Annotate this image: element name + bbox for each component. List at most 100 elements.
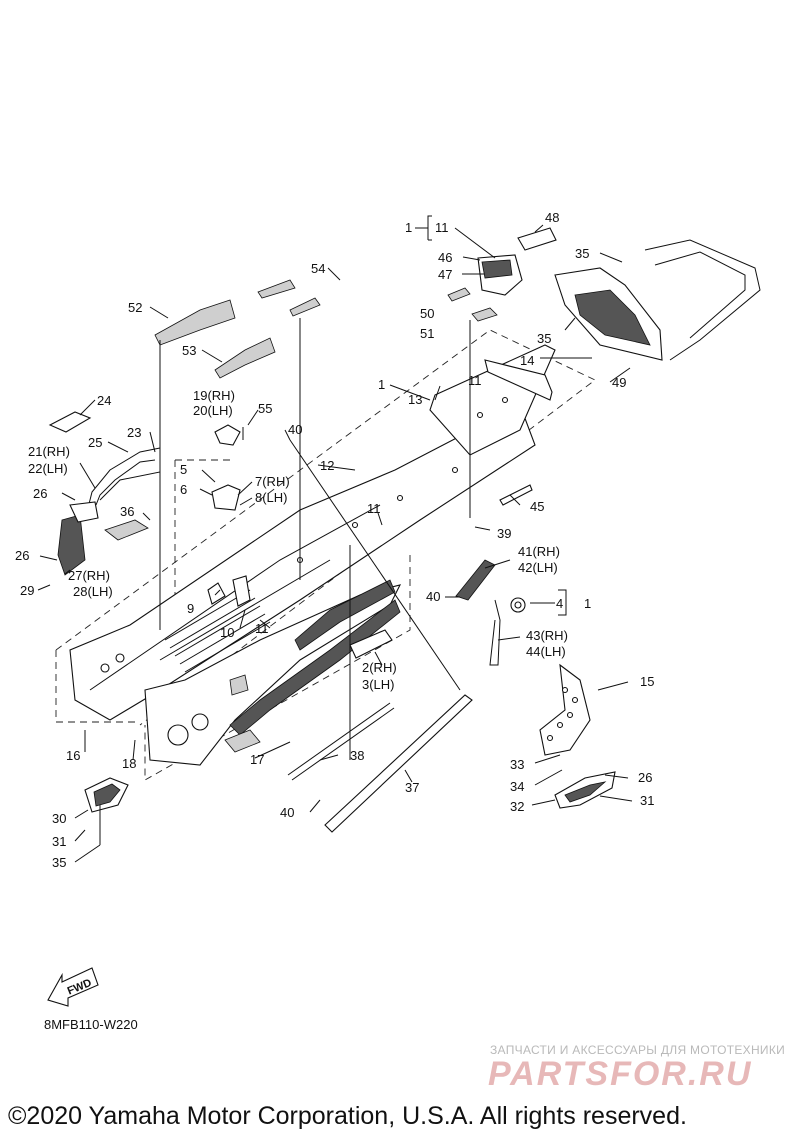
fwd-arrow-icon: FWD (47, 967, 99, 1007)
part-10 (232, 575, 251, 607)
part-14 (484, 359, 553, 401)
callout-21: 21(RH) (28, 444, 70, 459)
callout-52: 52 (128, 300, 142, 315)
callout-53: 53 (182, 343, 196, 358)
callout-26: 26 (638, 770, 652, 785)
part-19 (214, 424, 241, 446)
copyright-text: ©2020 Yamaha Motor Corporation, U.S.A. A… (8, 1102, 687, 1130)
callout-11: 11 (255, 621, 269, 636)
callout-40: 40 (426, 589, 440, 604)
part-38 (287, 702, 391, 776)
callouts: 1 11 48 46 47 35 54 52 50 51 35 53 14 49… (15, 210, 654, 870)
callout-55: 55 (258, 401, 272, 416)
part-54a (257, 279, 296, 299)
callout-23: 23 (127, 425, 141, 440)
part-41 (455, 559, 496, 601)
callout-20: 20(LH) (193, 403, 233, 418)
callout-44: 44(LH) (526, 644, 566, 659)
callout-7: 7(RH) (255, 474, 290, 489)
callout-30: 30 (52, 811, 66, 826)
callout-40: 40 (280, 805, 294, 820)
callout-25: 25 (88, 435, 102, 450)
callout-48: 48 (545, 210, 559, 225)
callout-34: 34 (510, 779, 524, 794)
callout-38: 38 (350, 748, 364, 763)
part-37 (324, 694, 473, 833)
tunnel-assembly (69, 344, 556, 766)
callout-14: 14 (520, 353, 534, 368)
callout-45: 45 (530, 499, 544, 514)
callout-35: 35 (575, 246, 589, 261)
callout-43: 43(RH) (526, 628, 568, 643)
callout-54: 54 (311, 261, 325, 276)
footrest-parts (539, 663, 616, 809)
callout-26: 26 (33, 486, 47, 501)
callout-17: 17 (250, 752, 264, 767)
callout-32: 32 (510, 799, 524, 814)
callout-37: 37 (405, 780, 419, 795)
callout-36: 36 (120, 504, 134, 519)
callout-9: 9 (187, 601, 194, 616)
part-2 (349, 629, 393, 659)
part-15 (539, 663, 591, 756)
callout-26: 26 (15, 548, 29, 563)
callout-46: 46 (438, 250, 452, 265)
callout-33: 33 (510, 757, 524, 772)
callout-50: 50 (420, 306, 434, 321)
callout-29: 29 (20, 583, 34, 598)
callout-41: 41(RH) (518, 544, 560, 559)
callout-8: 8(LH) (255, 490, 288, 505)
watermark-brand: PARTSFOR.RU (488, 1055, 753, 1093)
callout-39: 39 (497, 526, 511, 541)
callout-13: 13 (408, 392, 422, 407)
callout-16: 16 (66, 748, 80, 763)
callout-3: 3(LH) (362, 677, 395, 692)
middle-parts (207, 484, 533, 833)
callout-2: 2(RH) (362, 660, 397, 675)
callout-31: 31 (640, 793, 654, 808)
part-52 (154, 299, 236, 346)
callout-28: 28(LH) (73, 584, 113, 599)
part-51 (471, 307, 498, 322)
left-parts (57, 447, 161, 813)
callout-4: 4 (556, 596, 563, 611)
rear-assembly (447, 227, 761, 401)
part-54b (289, 297, 321, 317)
callout-15: 15 (640, 674, 654, 689)
part-6 (211, 484, 241, 511)
part-43 (489, 599, 501, 666)
part-24 (48, 411, 92, 433)
footrest-holes (546, 686, 579, 742)
tunnel-ribs (164, 589, 271, 673)
callout-27: 27(RH) (68, 568, 110, 583)
part-25 (87, 447, 161, 509)
watermark-tagline: ЗАПЧАСТИ И АКСЕССУАРЫ ДЛЯ МОТОТЕХНИКИ (490, 1043, 786, 1057)
callout-47: 47 (438, 267, 452, 282)
part-36 (104, 519, 149, 541)
callout-1: 1 (378, 377, 385, 392)
top-parts (48, 279, 321, 541)
tunnel-holes (100, 396, 509, 746)
callout-31: 31 (52, 834, 66, 849)
callout-42: 42(LH) (518, 560, 558, 575)
part-27 (57, 514, 86, 576)
callout-18: 18 (122, 756, 136, 771)
callout-49: 49 (612, 375, 626, 390)
part-45 (499, 484, 533, 506)
callout-11: 11 (367, 501, 381, 516)
leader-lines (37, 215, 633, 863)
part-48 (517, 227, 557, 251)
callout-1: 1 (405, 220, 412, 235)
callout-24: 24 (97, 393, 111, 408)
callout-19: 19(RH) (193, 388, 235, 403)
callout-10: 10 (220, 625, 234, 640)
callout-40: 40 (288, 422, 302, 437)
callout-6: 6 (180, 482, 187, 497)
part-53 (214, 337, 276, 379)
callout-11: 11 (468, 373, 482, 388)
callout-51: 51 (420, 326, 434, 341)
callout-35: 35 (537, 331, 551, 346)
callout-1: 1 (584, 596, 591, 611)
callout-11: 11 (435, 220, 449, 235)
